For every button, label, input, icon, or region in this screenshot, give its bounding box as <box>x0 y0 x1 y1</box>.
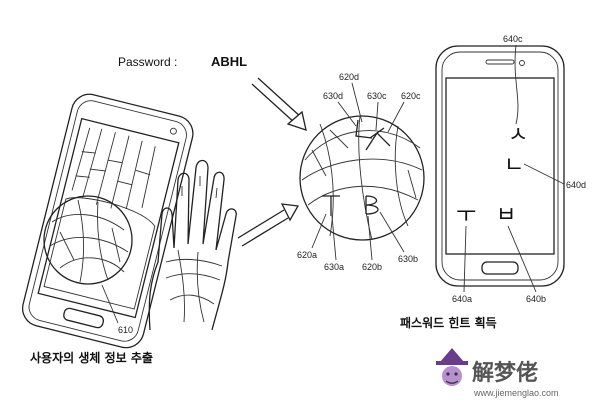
hint-glyph-a: ㅜ <box>456 202 476 227</box>
label-620a: 620a <box>297 250 317 260</box>
label-630d: 630d <box>323 91 343 101</box>
watermark-url: www.jiemenglao.com <box>473 388 559 398</box>
watermark: 解梦佬 www.jiemenglao.com <box>436 348 559 398</box>
caption-right: 패스워드 힌트 획득 <box>400 315 497 330</box>
label-620b: 620b <box>362 262 382 272</box>
circle-hint-stroke-b <box>365 195 379 215</box>
circle-hint-stroke-c <box>365 127 391 151</box>
label-620d: 620d <box>339 72 359 82</box>
hint-glyph-d: ㄴ <box>504 152 524 177</box>
right-phone-home-button <box>481 261 519 275</box>
center-palm-circle <box>299 115 425 241</box>
right-phone-screen <box>445 77 555 255</box>
label-640a: 640a <box>452 294 472 304</box>
password-label: Password : <box>118 55 177 69</box>
label-630c: 630c <box>367 91 387 101</box>
label-610: 610 <box>118 325 133 335</box>
label-640d: 640d <box>566 180 586 190</box>
right-phone-camera-icon <box>519 60 525 66</box>
left-palm-scan-circle <box>43 195 133 285</box>
label-640c: 640c <box>503 34 523 44</box>
label-630b: 630b <box>398 254 418 264</box>
watermark-brand: 解梦佬 <box>472 360 538 386</box>
arrow-hand-to-circle <box>237 203 300 247</box>
label-620c: 620c <box>401 91 421 101</box>
left-phone <box>21 93 194 349</box>
circle-hint-stroke-d <box>355 119 373 139</box>
caption-left: 사용자의 생체 정보 추출 <box>30 350 153 365</box>
right-phone: ㅅ ㄴ ㅜ ㅂ <box>435 45 565 287</box>
arrow-password-to-circle <box>251 77 307 131</box>
circle-hint-stroke-a <box>322 195 340 216</box>
hint-glyph-c: ㅅ <box>508 122 528 147</box>
right-phone-speaker-icon <box>485 59 515 65</box>
watermark-logo-icon <box>436 348 468 386</box>
password-value: ABHL <box>211 54 247 69</box>
hint-glyph-b: ㅂ <box>496 202 516 227</box>
left-phone-camera-icon <box>169 127 177 135</box>
label-630a: 630a <box>324 262 344 272</box>
label-640b: 640b <box>526 294 546 304</box>
hand-illustration <box>148 159 237 331</box>
left-phone-home-button <box>63 307 105 329</box>
